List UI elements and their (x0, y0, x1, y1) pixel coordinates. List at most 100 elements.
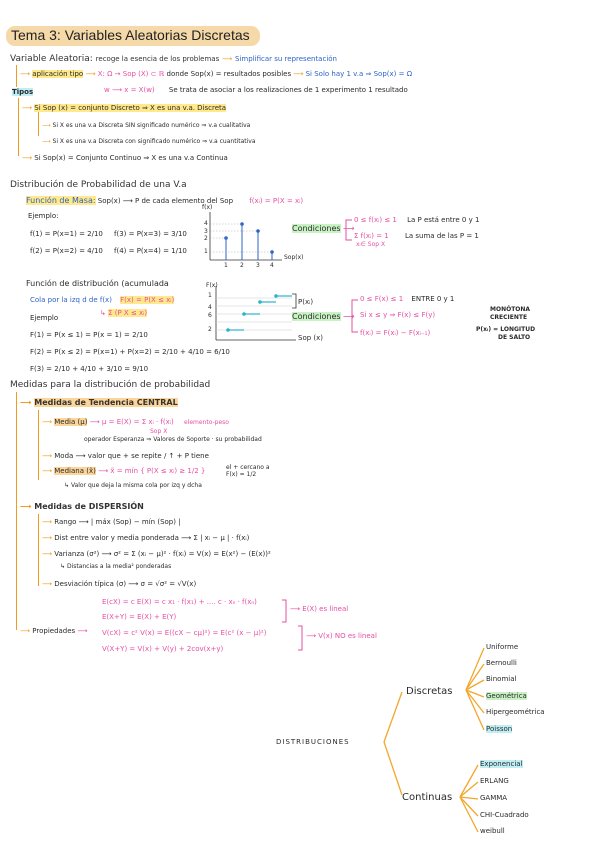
masa-e1: f(1) = P(x=1) = 2/10 (30, 230, 103, 238)
propiedades-label: ⟶ Propiedades ⟶ (20, 627, 88, 635)
tree-discretas-item: Poisson (486, 725, 513, 733)
varianza-note: ↳ Distancias a la media² ponderadas (60, 563, 172, 570)
acum-cond-3-note2: DE SALTO (498, 334, 531, 341)
acum-cond-2-note1: MONÓTONA (490, 306, 531, 313)
w-map: w ⟶ x = X(w) (104, 86, 155, 94)
media-sub: Sop X (150, 428, 168, 435)
acum-chart-ytick: 1 (208, 292, 212, 299)
medidas-heading: Medidas para la distribución de probabil… (10, 380, 211, 390)
tendencia-central-label: ⟶ Medidas de Tendencia CENTRAL (20, 398, 178, 407)
aplic-note: Si Solo hay 1 v.a ⇒ Sop(x) = Ω (305, 70, 413, 78)
masa-chart-ylabel: f(x) (202, 204, 213, 211)
mediana-note-1: el + cercano a (226, 464, 270, 471)
acum-chart-ylabel: F(x) (206, 282, 218, 289)
mediana-note-2: F(x) = 1/2 (226, 471, 257, 478)
acum-ejemplo: Ejemplo (30, 314, 59, 322)
acum-cond-1: 0 ≤ F(x) ≤ 1 ENTRE 0 y 1 (360, 295, 455, 303)
tree-discretas-item: Geométrica (486, 692, 527, 700)
tipo-cuantitativa: ⟶ Si X es una v.a Discreta con significa… (42, 138, 256, 145)
masa-row: Función de Masa: Sop(x) ⟶ P de cada elem… (26, 196, 304, 205)
masa-ejemplo: Ejemplo: (28, 212, 59, 220)
mediana-sub: ↳ Valor que deja la misma cola por izq y… (64, 482, 202, 489)
masa-chart-xtick: 1 (224, 262, 228, 269)
acum-cond-2-note2: CRECIENTE (490, 314, 528, 321)
media-row: ⟶ Media (μ) ⟶ μ = E(X) = Σ xᵢ · f(xᵢ) el… (42, 418, 229, 426)
var-label: Variable Aleatoria: (10, 54, 93, 64)
masa-condiciones-label: Condiciones ⟶ (292, 224, 355, 233)
var-arrow-text: Simplificar su representación (235, 55, 337, 63)
operador-esperanza: operador Esperanza ⇒ Valores de Soporte … (84, 436, 262, 443)
masa-e2: f(3) = P(x=3) = 3/10 (114, 230, 187, 238)
aplicacion-tipo: ⟶ aplicación tipo ⟶ X: Ω → Sop (X) ⊂ ℝ d… (20, 70, 413, 78)
tipo-continuo: ⟶ Si Sop(x) = Conjunto Continuo ⇒ X es u… (22, 154, 228, 162)
tree-discretas-item: Bernoulli (486, 659, 517, 667)
masa-cond-2: Σ f(xᵢ) = 1 La suma de las P = 1 (354, 232, 479, 240)
masa-e4: f(4) = P(x=4) = 1/10 (114, 247, 187, 255)
dispersion-label: ⟶ Medidas de DISPERSIÓN (20, 502, 144, 511)
tree-discretas-item: Uniforme (486, 643, 519, 651)
acum-a2: F(2) = P(x ≤ 2) = P(x=1) + P(x=2) = 2/10… (30, 348, 230, 356)
masa-chart-xtick: 2 (240, 262, 244, 269)
masa-point-4 (270, 250, 274, 254)
acum-cola: Cola por la izq d de f(x) F(x) = P(X ≤ x… (30, 296, 175, 304)
distribucion-heading: Distribución de Probabilidad de una V.a (10, 180, 187, 190)
tree-continuas-item: ERLANG (480, 777, 509, 785)
acumulada-heading: Función de distribución (acumulada (26, 279, 169, 288)
mediana-row: ⟶ Mediana (x̃) ⟶ x̃ = mín { P(X ≤ xᵢ) ≥ … (42, 467, 206, 475)
moda-row: ⟶ Moda ⟶ valor que + se repite / ↑ + P t… (42, 452, 209, 460)
tree-root: DISTRIBUCIONES (276, 738, 350, 746)
prop-1: E(cX) = c E(X) = c x₁ · f(x₁) + .... c ·… (102, 598, 257, 606)
tipo-discreto: ⟶ Si Sop (x) = conjunto Discreto ⇒ X es … (22, 104, 227, 112)
masa-chart-ytick: 3 (204, 228, 208, 235)
tree-discretas-item: Binomial (486, 675, 517, 683)
w-map-row: w ⟶ x = X(w) Se trata de asociar a los r… (104, 86, 408, 94)
masa-point-2 (240, 222, 244, 226)
tree-continuas-item: weibull (480, 827, 505, 835)
acum-a1: F(1) = P(x ≤ 1) = P(x = 1) = 2/10 (30, 331, 148, 339)
acum-chart-point: P(xᵢ) (298, 298, 314, 306)
aplic-map: X: Ω → Sop (X) ⊂ ℝ (97, 70, 165, 78)
aplic-label: aplicación tipo (32, 70, 84, 78)
acum-a3: F(3) = 2/10 + 4/10 + 3/10 = 9/10 (30, 365, 149, 373)
rango-row: ⟶ Rango ⟶ | máx (Sop) − mín (Sop) | (42, 518, 181, 526)
masa-chart-xtick: 4 (270, 262, 274, 269)
varianza-row: ⟶ Varianza (σ²) ⟶ σ² = Σ (xᵢ − μ)² · f(x… (42, 550, 271, 558)
masa-e3: f(2) = P(x=2) = 4/10 (30, 247, 103, 255)
tree-continuas-item: GAMMA (480, 794, 508, 802)
masa-chart-ytick: 1 (204, 248, 208, 255)
prop-no-lineal: ⟶ V(x) NO es lineal (306, 632, 377, 640)
masa-cond-2-sub: xᵢ∈ Sop X (356, 241, 386, 248)
acum-chart-ytick: 6 (208, 312, 212, 319)
acum-cond-3: f(xᵢ) = F(xᵢ) − F(xᵢ₋₁) (360, 329, 431, 337)
prop-3: V(cX) = c² V(x) = E((cX − cμ)²) = E(c² (… (102, 629, 267, 637)
tree-continuas-item: CHI-Cuadrado (480, 811, 529, 819)
acum-chart-ytick: 2 (208, 326, 212, 333)
desviacion-row: ⟶ Desviación típica (σ) ⟶ σ = √σ² = √V(x… (42, 580, 197, 588)
aplic-desc: donde Sop(x) = resultados posibles (166, 70, 292, 78)
acum-formula2: ↳ Σ (P X ≤ xᵢ) (100, 309, 148, 317)
masa-chart-ytick: 4 (204, 220, 208, 227)
masa-cond-1: 0 ≤ f(xᵢ) ≤ 1 La P está entre 0 y 1 (354, 216, 480, 224)
prop-lineal: ⟶ E(X) es lineal (290, 605, 349, 613)
masa-point-3 (256, 229, 260, 233)
tree-discretas-item: Hipergeométrica (486, 708, 545, 716)
masa-chart-xlabel: Sop(x) (284, 254, 304, 261)
tree-continuas-item: Exponencial (480, 760, 523, 768)
variable-aleatoria-label: Variable Aleatoria: recoge la esencia de… (10, 54, 337, 64)
dist-media-row: ⟶ Dist entre valor y media ponderada ⟶ Σ… (42, 534, 250, 542)
prop-4: V(X+Y) = V(x) + V(y) + 2cov(x+y) (102, 645, 224, 653)
tree-discretas: Discretas (406, 686, 453, 697)
var-desc: recoge la esencia de los problemas (95, 55, 220, 63)
w-desc: Se trata de asociar a los realizaciones … (168, 86, 408, 94)
masa-chart-xtick: 3 (256, 262, 260, 269)
prop-2: E(X+Y) = E(X) + E(Y) (102, 613, 177, 621)
masa-chart-ytick: 2 (204, 235, 208, 242)
page-title: Tema 3: Variables Aleatorias Discretas (6, 26, 260, 46)
tipo-cualitativa: ⟶ Si X es una v.a Discreta SIN significa… (42, 122, 251, 129)
acum-chart-ytick: 4 (208, 304, 212, 311)
acum-condiciones-label: Condiciones ⟶ (292, 312, 355, 321)
acum-cond-2: Si x ≤ y ⇒ F(x) ≤ F(y) (360, 311, 436, 319)
tree-continuas: Continuas (402, 792, 453, 803)
acum-chart-xlabel: Sop (x) (298, 334, 323, 342)
